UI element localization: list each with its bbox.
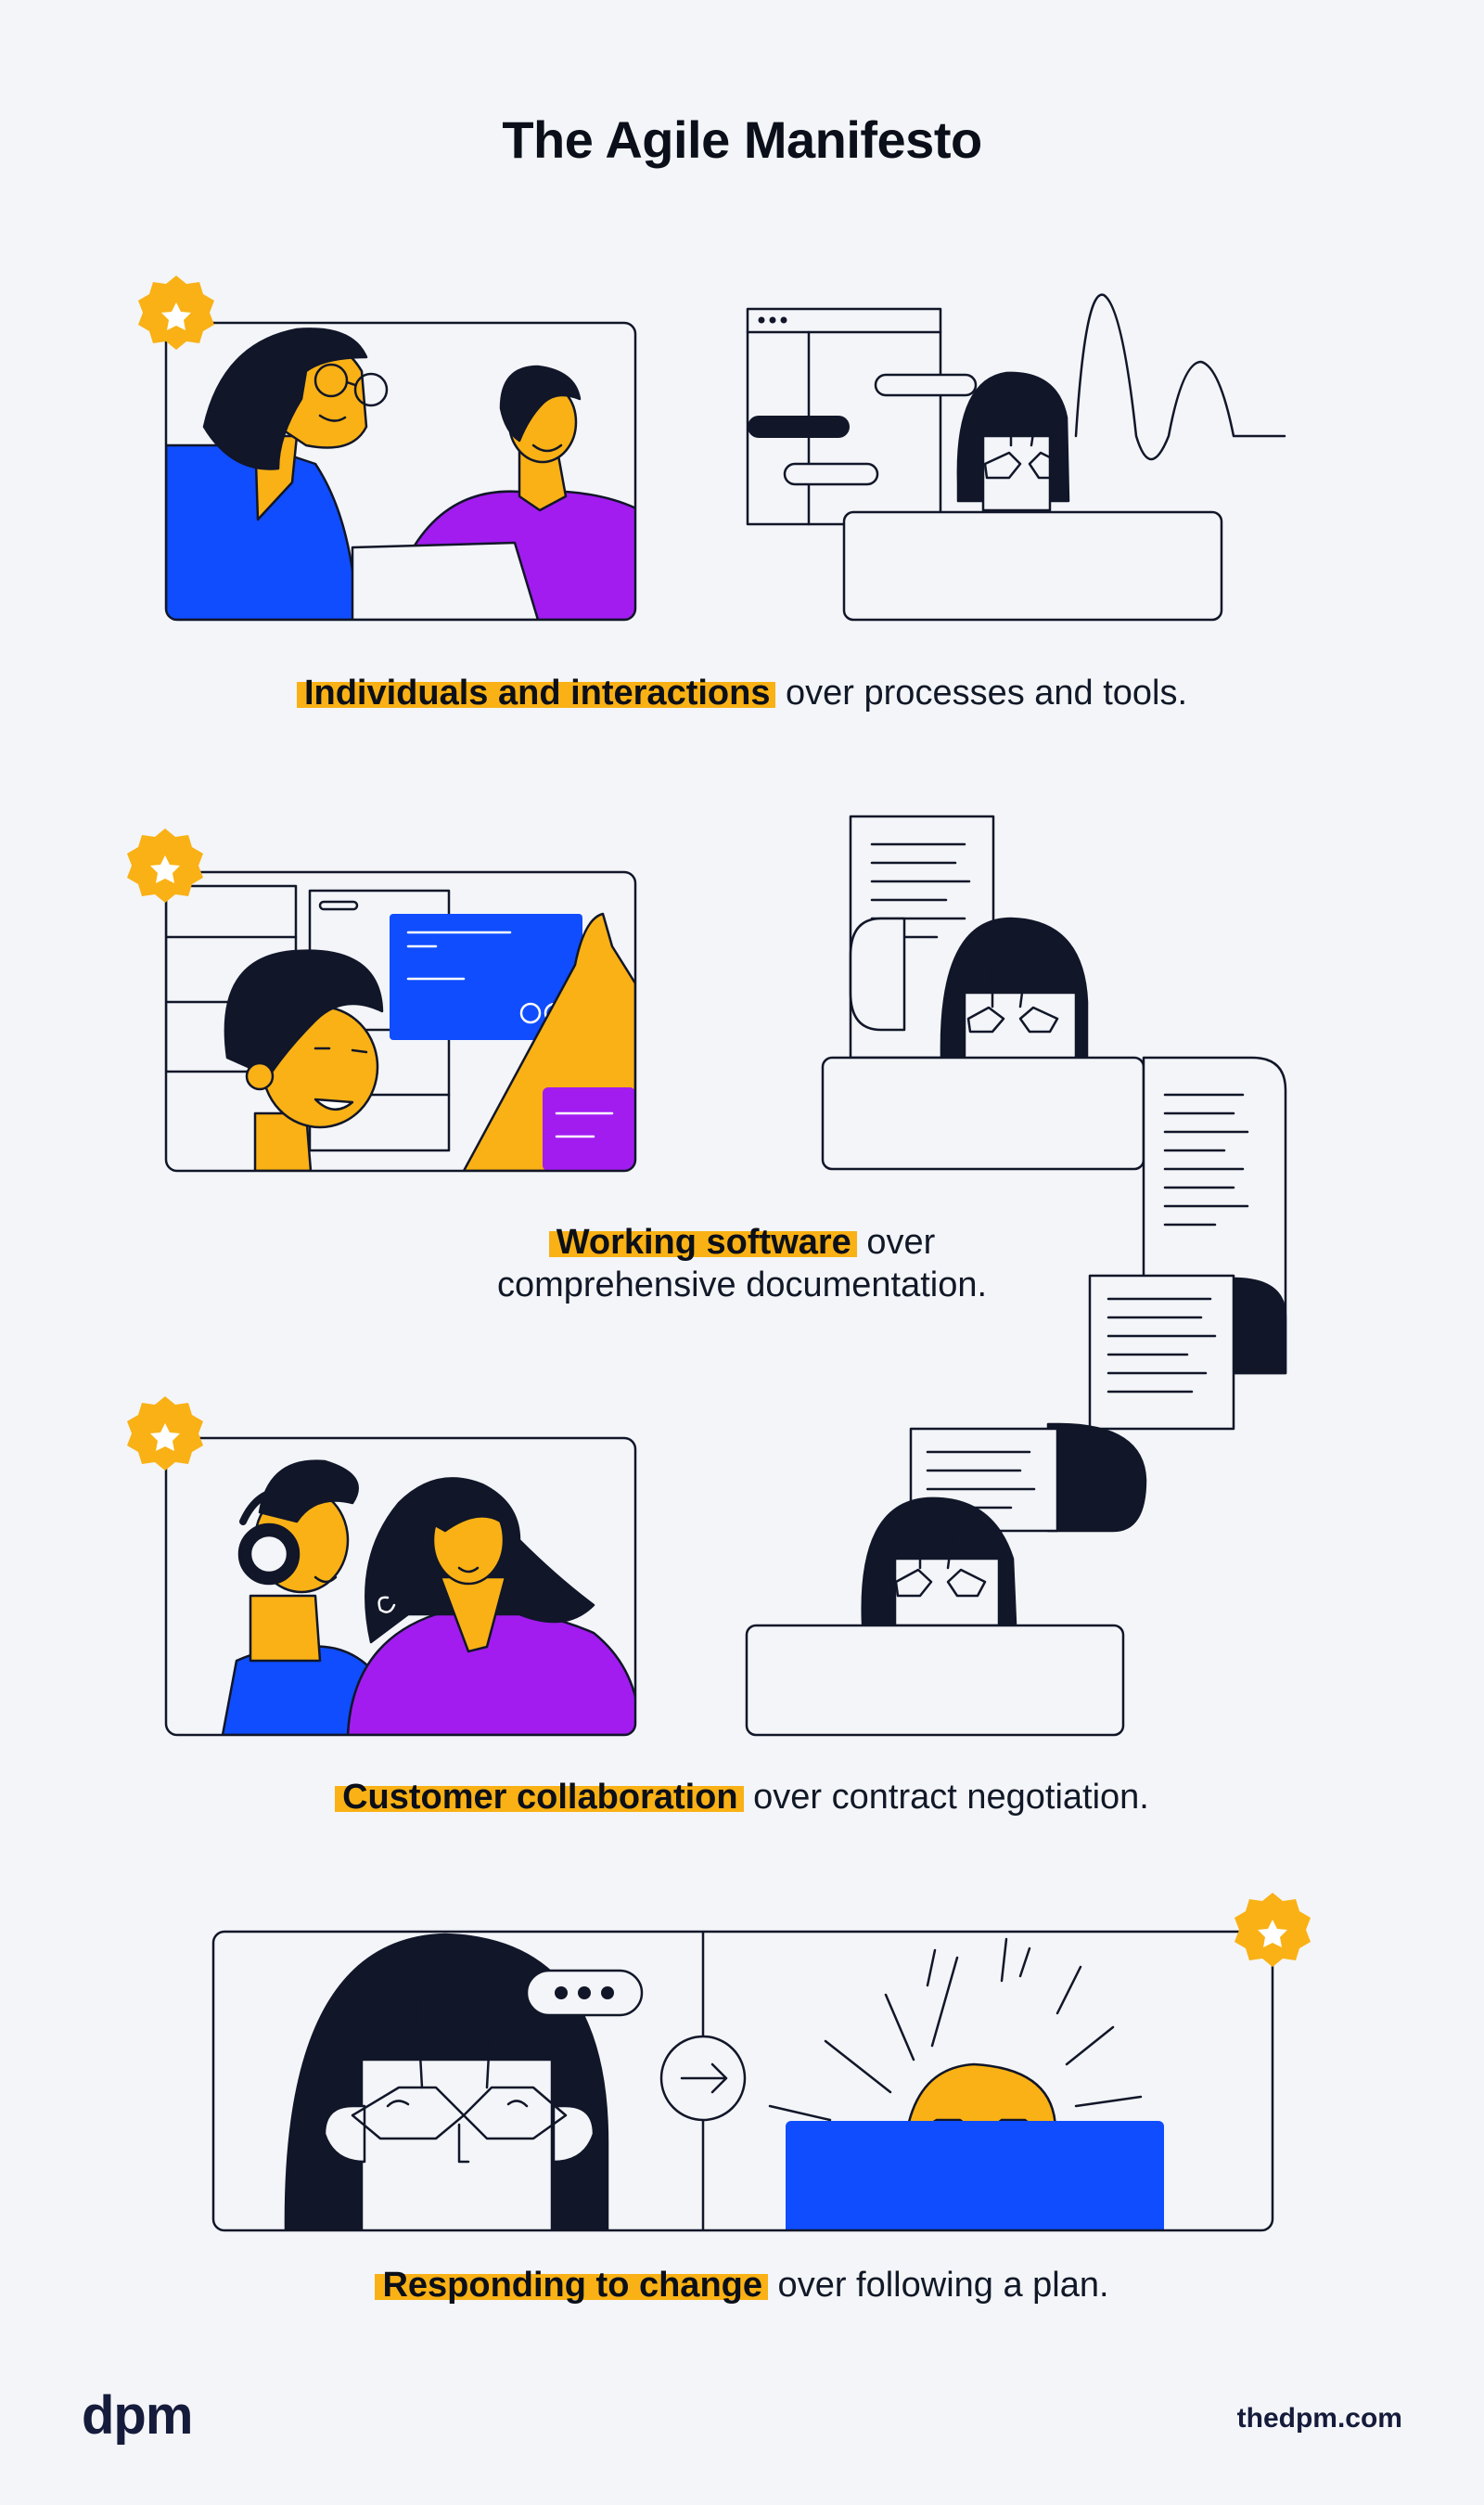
page-title: The Agile Manifesto bbox=[502, 110, 982, 169]
value-2-rest-line2: comprehensive documentation. bbox=[496, 1265, 988, 1304]
value-1-highlight: Individuals and interactions bbox=[296, 674, 776, 713]
value-3-highlight: Customer collaboration bbox=[335, 1778, 744, 1817]
panel-documentation bbox=[745, 815, 1287, 1737]
dpm-logo: dpm bbox=[82, 2385, 193, 2446]
star-badge-icon bbox=[1235, 1893, 1311, 1967]
value-2-highlight: Working software bbox=[548, 1223, 857, 1262]
value-3-rest: over contract negotiation. bbox=[743, 1778, 1149, 1817]
arrow-right-icon bbox=[659, 2035, 747, 2122]
panel-responding-to-change bbox=[211, 1893, 1311, 2232]
value-2: Working software over comprehensive docu… bbox=[0, 1221, 1484, 1306]
site-url[interactable]: thedpm.com bbox=[1236, 2403, 1402, 2434]
star-badge-icon bbox=[138, 276, 214, 350]
chat-dots-icon bbox=[555, 1986, 614, 1999]
value-4: Responding to change over following a pl… bbox=[0, 2266, 1484, 2306]
panel-customer-collaboration bbox=[127, 1396, 637, 1737]
panel-working-software bbox=[127, 829, 637, 1173]
value-1: Individuals and interactions over proces… bbox=[0, 674, 1484, 713]
panel-individuals bbox=[138, 276, 637, 622]
star-badge-icon bbox=[127, 1396, 203, 1471]
window-dots-icon bbox=[758, 316, 787, 324]
value-2-rest: over bbox=[856, 1223, 936, 1262]
star-badge-icon bbox=[127, 829, 203, 903]
value-3: Customer collaboration over contract neg… bbox=[0, 1778, 1484, 1818]
value-4-highlight: Responding to change bbox=[375, 2266, 768, 2305]
value-4-rest: over following a plan. bbox=[768, 2266, 1109, 2305]
value-1-rest: over processes and tools. bbox=[775, 674, 1188, 713]
panel-processes-tools bbox=[746, 293, 1286, 622]
